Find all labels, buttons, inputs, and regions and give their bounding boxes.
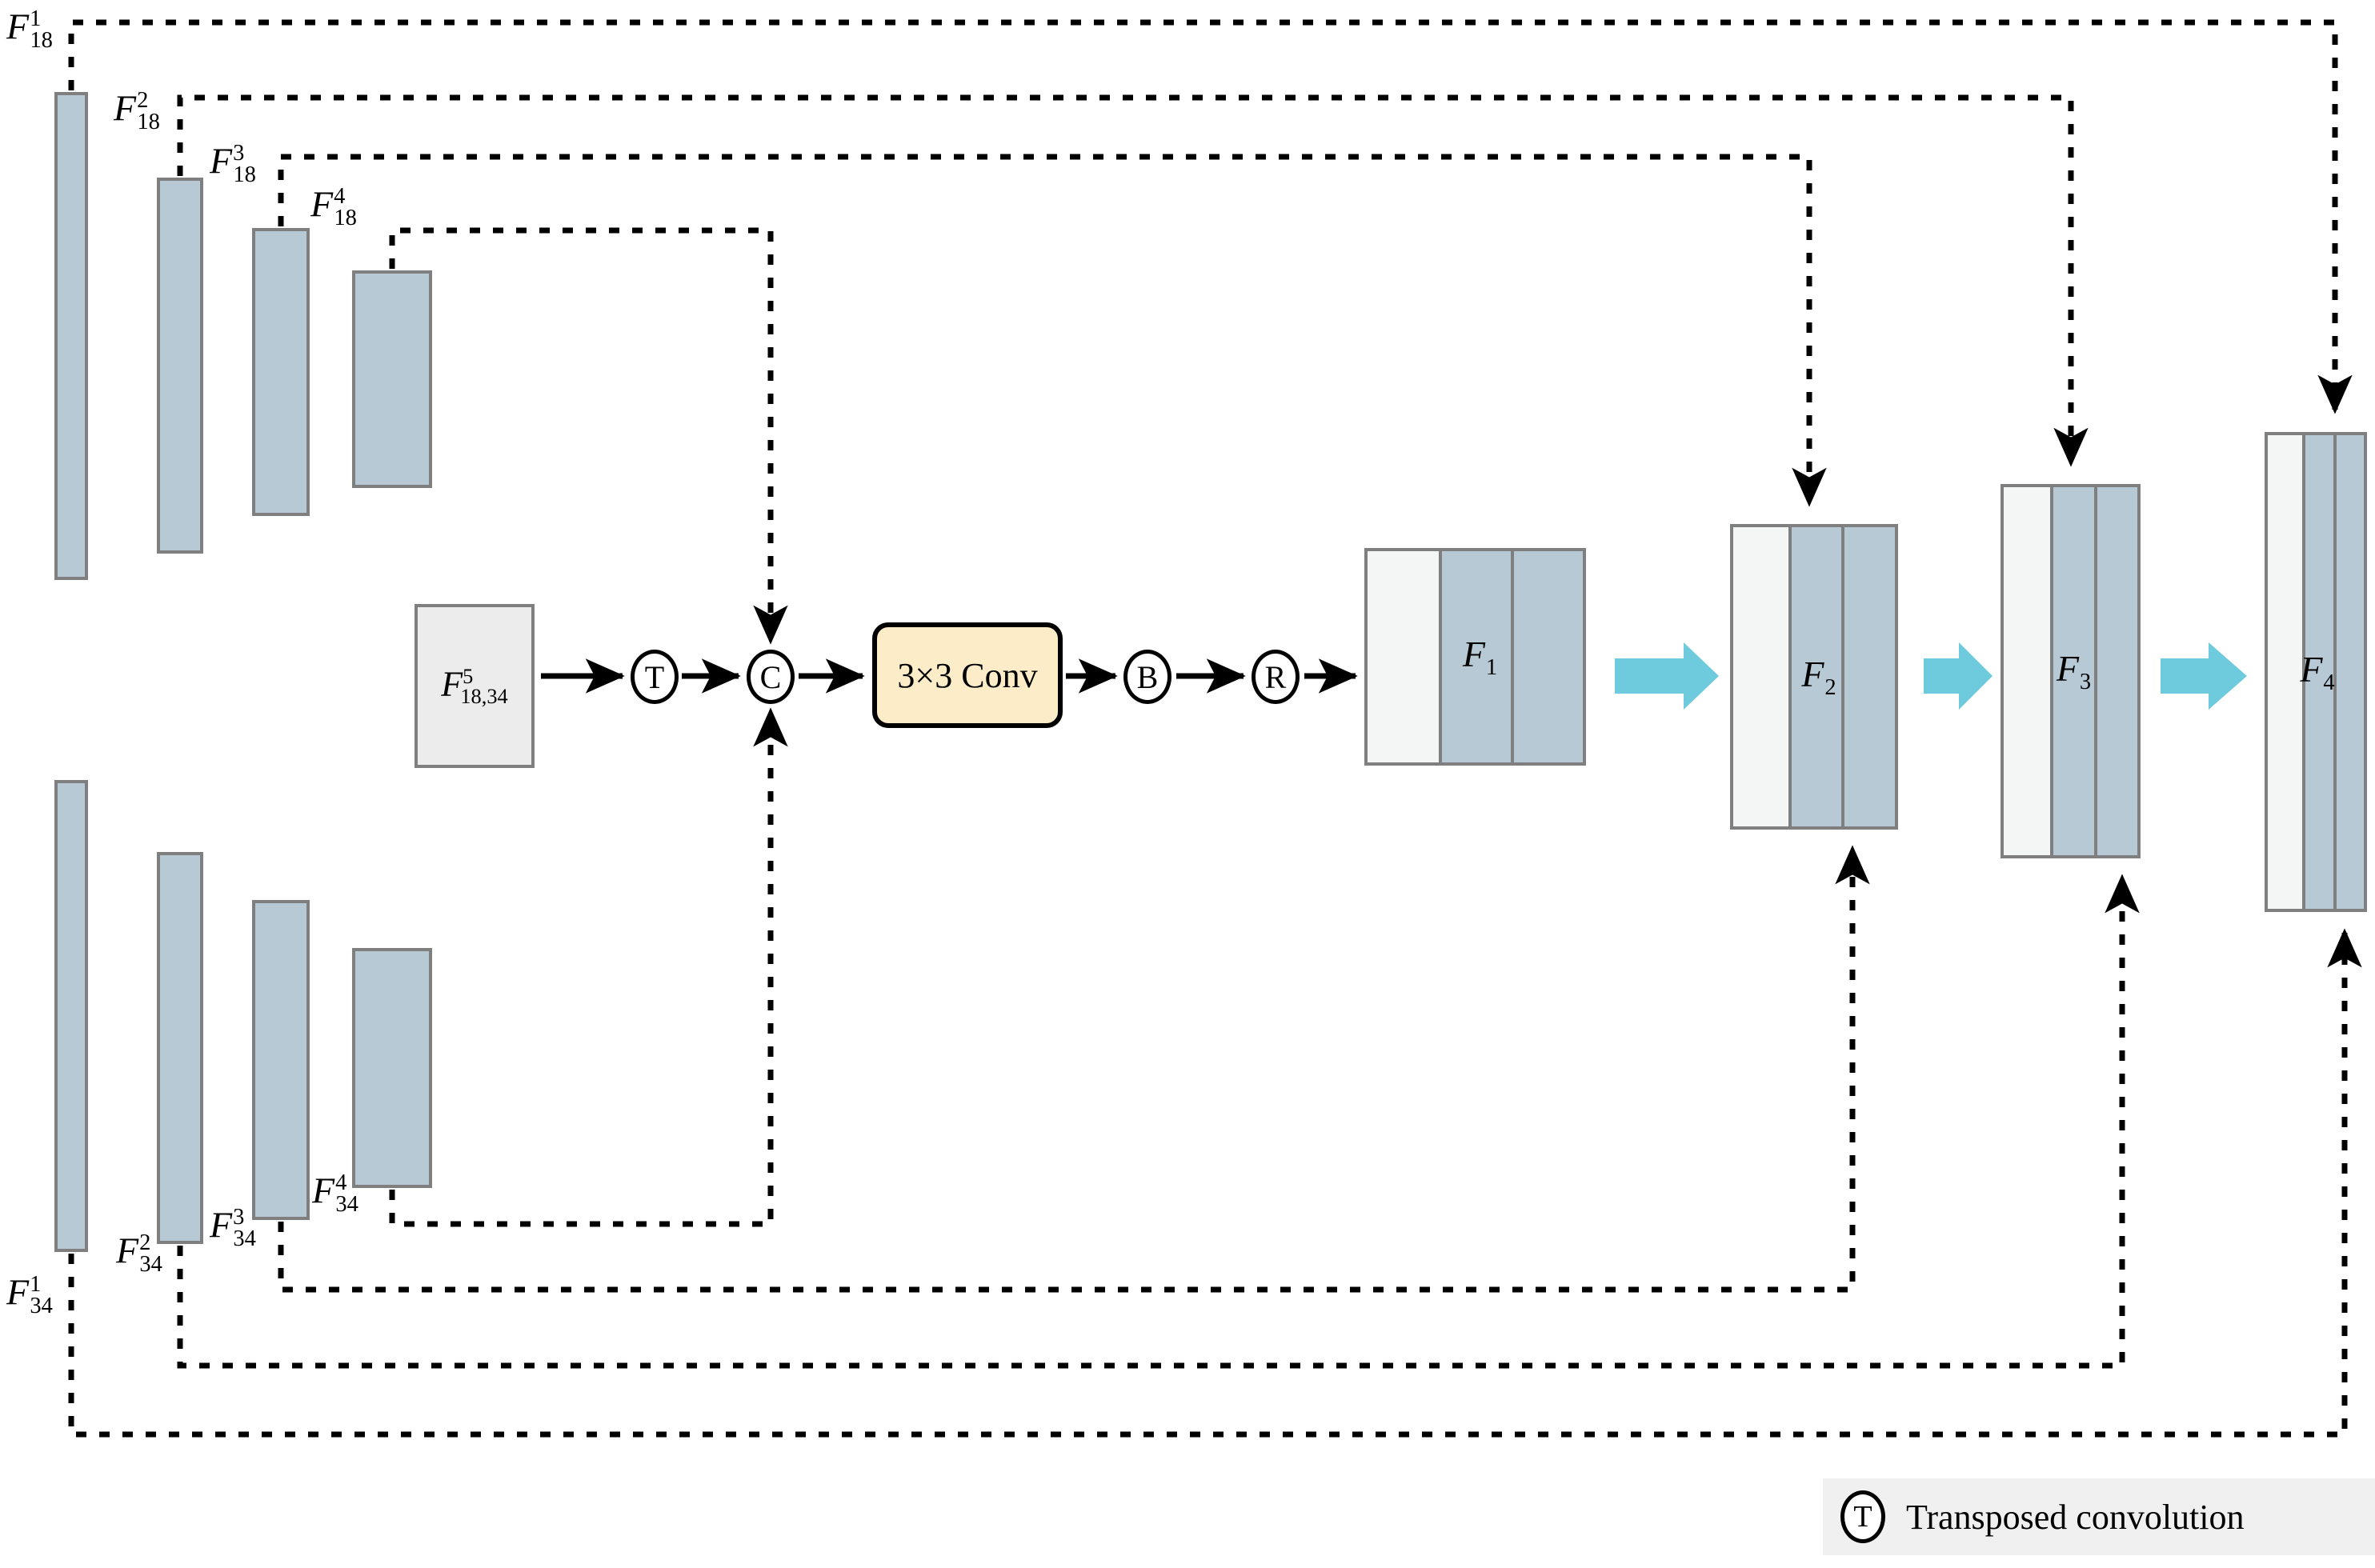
bottleneck-input-box: F518,34	[415, 604, 535, 768]
label-f18-1-base: F	[6, 6, 30, 47]
label-f18-2-base: F	[114, 87, 137, 129]
relu-node[interactable]: R	[1252, 650, 1300, 704]
stage-transition-arrows	[1615, 642, 2247, 710]
skip-f34-2-to-f3	[177, 874, 2140, 1369]
label-f34-2-sup: 2	[139, 1230, 151, 1255]
label-f34-2: F234	[116, 1230, 162, 1277]
label-f18-2: F218	[114, 87, 160, 134]
label-f34-1: F134	[6, 1271, 53, 1318]
label-f34-2-base: F	[116, 1230, 139, 1271]
label-f18-1: F118	[6, 6, 53, 53]
decoder-stage-3-slice-3	[2093, 487, 2137, 855]
label-f34-3: F334	[210, 1206, 256, 1250]
concat-node[interactable]: C	[747, 650, 795, 704]
skip-f18-4-to-concat	[389, 227, 788, 645]
label-f18-3-base: F	[210, 140, 233, 182]
feature-bar-f18-3	[252, 228, 310, 516]
label-f34-1-sub: 34	[30, 1293, 53, 1318]
label-f34-3-sup: 3	[233, 1205, 245, 1230]
skip-f18-2-to-f3	[177, 94, 2089, 467]
relu-node-label: R	[1264, 658, 1287, 695]
label-f34-3-base: F	[210, 1204, 233, 1246]
label-f18-4-base: F	[310, 183, 334, 225]
skip-connections-bottom	[68, 707, 2362, 1438]
label-f34-1-base: F	[6, 1271, 30, 1313]
skip-f34-3-to-f2	[278, 845, 1870, 1293]
bottleneck-sup: 5	[463, 663, 474, 688]
decoder-stage-2-slice-2	[1788, 527, 1842, 826]
label-f18-2-sup: 2	[137, 88, 149, 113]
bottleneck-label: F518,34	[441, 663, 508, 709]
label-f18-3: F318	[210, 142, 256, 186]
legend-label: Transposed convolution	[1906, 1497, 2245, 1537]
label-f34-4-sup: 4	[335, 1170, 347, 1195]
label-f34-4-sub: 34	[335, 1191, 358, 1217]
cyan-arrow-f3-f4	[2161, 642, 2247, 710]
label-f34-4-base: F	[312, 1170, 335, 1211]
label-f18-4: F418	[310, 183, 357, 230]
label-f34-4: F434	[312, 1170, 358, 1217]
feature-bar-f18-1	[54, 92, 88, 580]
decoder-stage-4-slice-3	[2333, 435, 2364, 909]
batchnorm-node-label: B	[1136, 658, 1159, 695]
label-f18-4-sup: 4	[334, 184, 346, 209]
label-f34-3-sub: 34	[233, 1226, 256, 1251]
decoder-stage-4-slice-1	[2268, 435, 2303, 909]
label-f18-4-sub: 18	[334, 205, 357, 230]
feature-bar-f34-3	[252, 900, 310, 1220]
decoder-stage-3-slice-2	[2049, 487, 2094, 855]
feature-bar-f34-4	[352, 948, 432, 1188]
decoder-stage-3-slice-1	[2004, 487, 2050, 855]
feature-bar-f18-2	[157, 178, 203, 554]
skip-f18-3-to-f2	[278, 154, 1827, 507]
legend-transposed-conv-icon: T	[1840, 1490, 1885, 1543]
label-f18-1-sup: 1	[30, 6, 42, 31]
decoder-stage-2: F2	[1730, 524, 1898, 830]
batchnorm-node[interactable]: B	[1123, 650, 1171, 704]
bottleneck-sub: 18,34	[460, 684, 508, 709]
decoder-stage-3: F3	[2001, 484, 2141, 858]
label-f18-1-sub: 18	[30, 27, 53, 53]
legend: T Transposed convolution	[1823, 1478, 2375, 1555]
legend-symbol: T	[1853, 1500, 1872, 1534]
feature-bar-f18-4	[352, 270, 432, 488]
transposed-conv-node-label: T	[644, 658, 665, 695]
feature-bar-f34-1	[54, 780, 88, 1252]
decoder-stage-4-slice-2	[2302, 435, 2333, 909]
decoder-stage-2-slice-1	[1733, 527, 1788, 826]
decoder-stage-2-slice-3	[1841, 527, 1895, 826]
decoder-stage-4: F4	[2265, 432, 2367, 912]
conv-block[interactable]: 3×3 Conv	[872, 622, 1063, 728]
decoder-stage-1: F1	[1364, 548, 1586, 766]
decoder-stage-1-slice-2	[1438, 551, 1511, 762]
decoder-stage-1-slice-3	[1510, 551, 1583, 762]
label-f18-3-sub: 18	[233, 162, 256, 187]
label-f18-2-sub: 18	[137, 109, 160, 134]
decoder-stage-1-slice-1	[1368, 551, 1439, 762]
transposed-conv-node[interactable]: T	[631, 650, 679, 704]
skip-f34-4-to-concat	[389, 707, 788, 1227]
cyan-arrow-f2-f3	[1924, 642, 1993, 710]
label-f34-1-sup: 1	[30, 1272, 42, 1297]
conv-block-label: 3×3 Conv	[897, 655, 1038, 695]
label-f18-3-sup: 3	[233, 141, 245, 166]
cyan-arrow-f1-f2	[1615, 642, 1719, 710]
skip-connections-top	[68, 19, 2353, 645]
label-f34-2-sub: 34	[139, 1251, 162, 1277]
feature-bar-f34-2	[157, 852, 203, 1244]
concat-node-label: C	[759, 658, 782, 695]
bottleneck-base: F	[441, 664, 463, 704]
